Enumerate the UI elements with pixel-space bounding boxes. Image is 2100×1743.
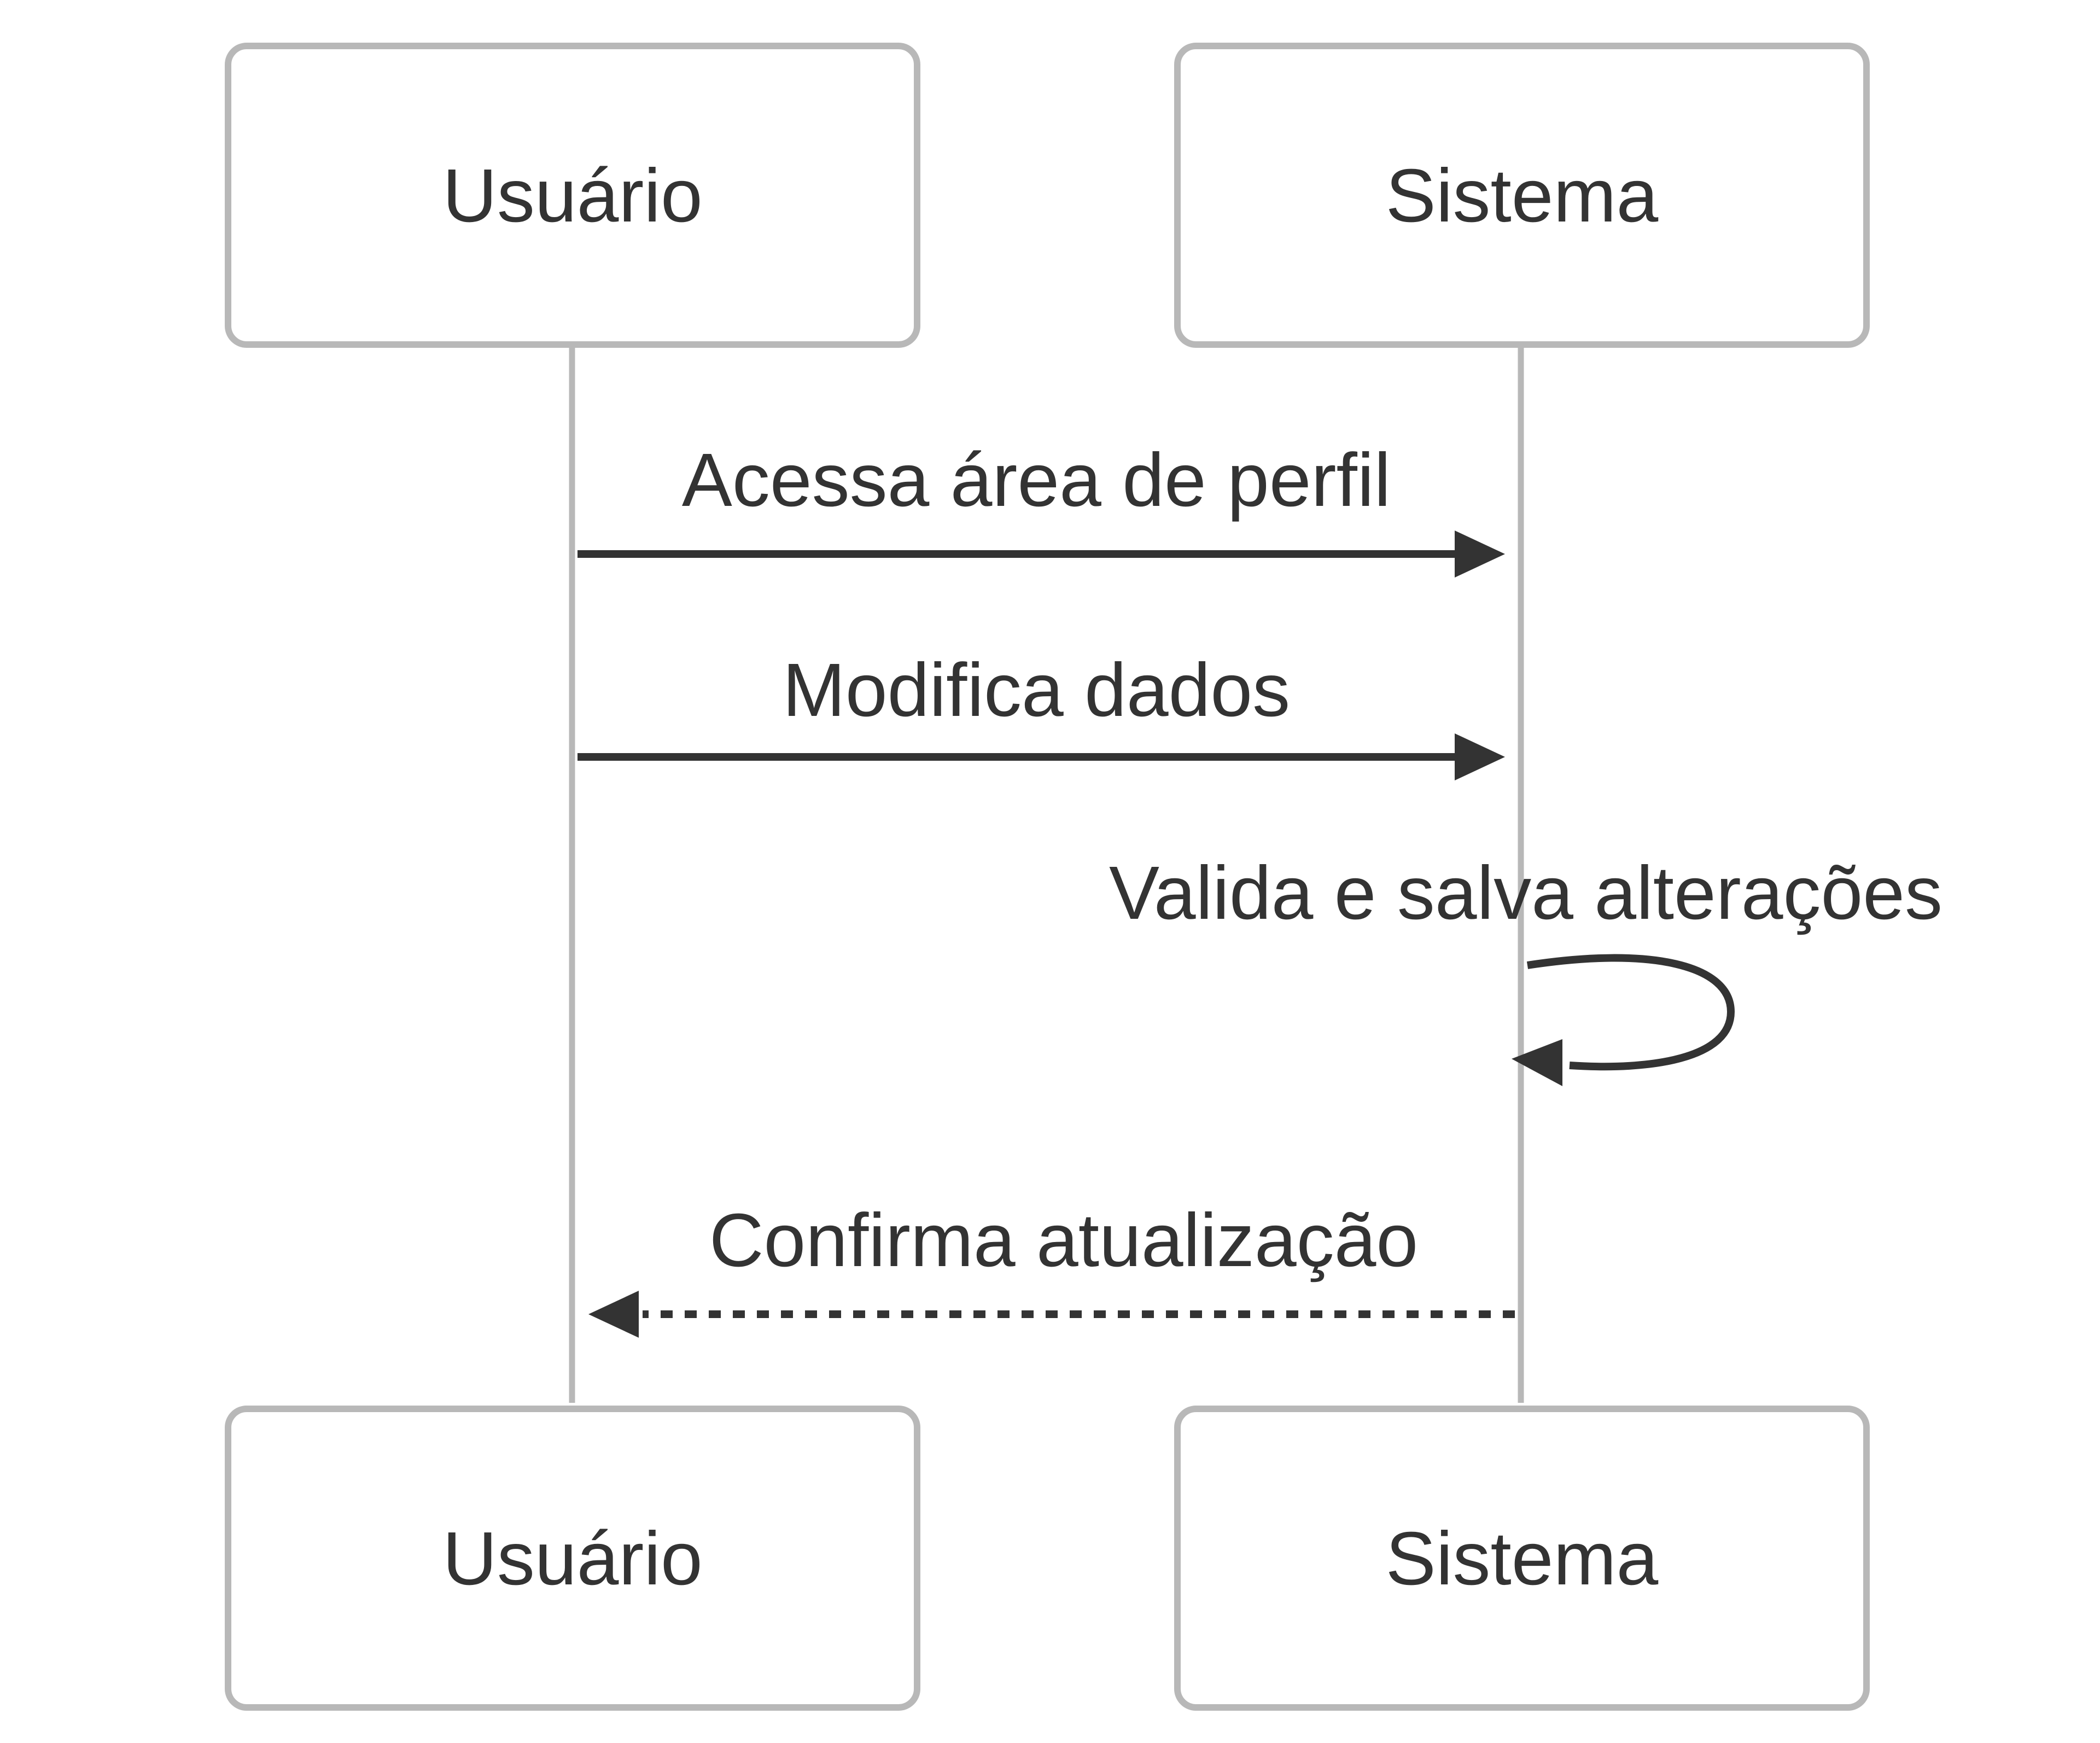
self-call-loop [1526,954,1735,1071]
participant-sistema-top[interactable]: Sistema [1174,43,1870,348]
arrowhead-icon [588,1291,639,1338]
participant-box [1174,1406,1870,1711]
message-label: Valida e salva alterações [1109,851,1942,935]
arrowhead-icon [1455,531,1505,578]
message-modifica-dados: Modifica dados [578,648,1505,780]
participant-usuario-bottom[interactable]: Usuário [225,1406,920,1711]
arrowhead-icon [1455,733,1505,780]
message-confirma-atualizacao: Confirma atualização [588,1198,1515,1338]
participant-label: Sistema [1386,1517,1659,1601]
arrowhead-icon [1512,1039,1562,1086]
participant-label: Usuário [442,1517,703,1601]
participant-box [225,1406,920,1711]
participant-box [1174,43,1870,348]
participant-box [225,43,920,348]
participant-label: Sistema [1386,154,1659,238]
participant-usuario-top[interactable]: Usuário [225,43,920,348]
message-label: Confirma atualização [709,1198,1418,1283]
message-label: Acessa área de perfil [682,438,1391,522]
participant-sistema-bottom[interactable]: Sistema [1174,1406,1870,1711]
message-label: Modifica dados [783,648,1290,732]
message-valida-e-salva-alteracoes: Valida e salva alterações [1109,851,1942,1086]
participant-label: Usuário [442,154,703,238]
message-acessa-area-de-perfil: Acessa área de perfil [578,438,1505,578]
